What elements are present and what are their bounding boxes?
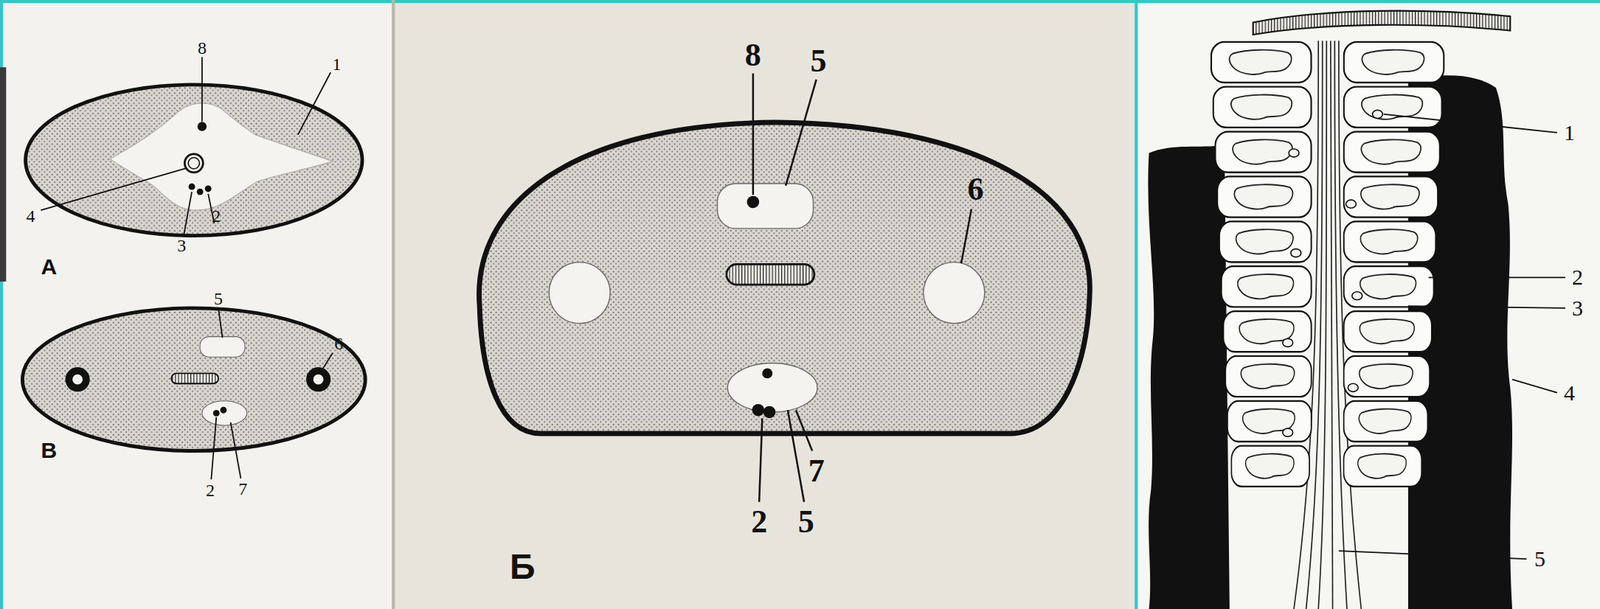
- callout-number: 2: [211, 207, 221, 225]
- callout-number: 5: [1534, 548, 1546, 571]
- callout-number: 1: [331, 55, 341, 74]
- callout-number: 6: [334, 334, 344, 353]
- callout-number: 7: [238, 480, 248, 498]
- callout-number: 5: [809, 44, 827, 78]
- panel-ground: [1136, 0, 1600, 609]
- callout-number: 3: [177, 236, 186, 255]
- panel-ground: [0, 0, 394, 609]
- section-v: [22, 308, 366, 480]
- callout-number: 5: [798, 506, 815, 539]
- callout-number: 7: [808, 455, 825, 488]
- callout-number: 2: [205, 481, 215, 500]
- tissue-figure: [1147, 11, 1566, 609]
- callout-number: 4: [25, 207, 35, 225]
- callout-number: 6: [967, 173, 984, 206]
- frame-bar: [0, 67, 6, 282]
- callout-number: 3: [1571, 297, 1584, 320]
- figure-letter: В: [41, 439, 58, 462]
- callout-number: 1: [1563, 121, 1575, 144]
- callout-number: 4: [1563, 382, 1575, 405]
- section-a: [25, 56, 363, 236]
- callout-number: 8: [745, 39, 762, 72]
- callout-number: 8: [197, 39, 207, 57]
- section-b: [479, 73, 1091, 503]
- callout-number: 5: [213, 289, 223, 308]
- panel-ground: [393, 0, 1137, 609]
- callout-number: 2: [750, 506, 768, 539]
- callout-number: 2: [1571, 266, 1584, 289]
- frame-bar: [0, 0, 1600, 3]
- panel-divider: [391, 0, 395, 609]
- figure-letter: А: [41, 255, 58, 279]
- panel-divider: [1134, 0, 1138, 609]
- figure-letter: Б: [509, 549, 536, 585]
